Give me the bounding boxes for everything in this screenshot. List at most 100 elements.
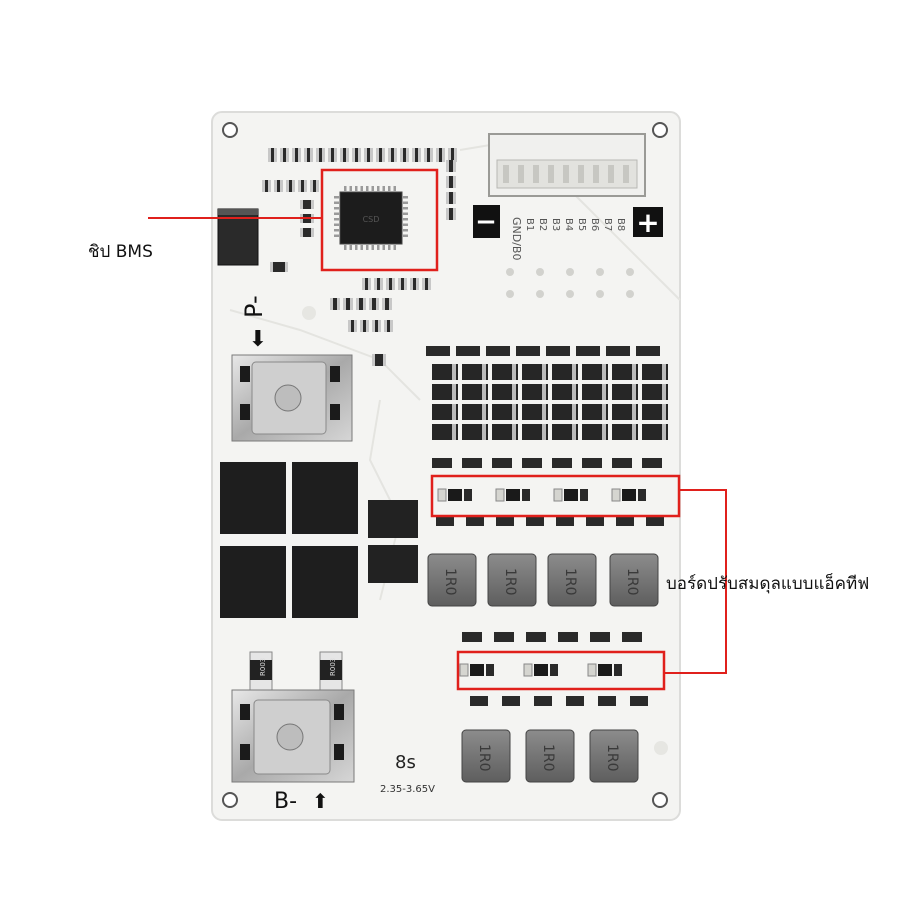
- svg-text:+: +: [636, 206, 659, 239]
- inductor-marking: 1R0: [562, 568, 578, 596]
- test-pad: [566, 290, 574, 298]
- mounting-hole: [222, 792, 238, 808]
- bms-chip-annotation: ชิป BMS: [88, 242, 153, 262]
- plus-tab: [633, 207, 663, 237]
- smd-component: [352, 148, 361, 162]
- smd-component: [298, 180, 307, 192]
- inductor: [487, 553, 537, 607]
- smd-component: [386, 278, 395, 290]
- svg-text:R003: R003: [259, 658, 267, 676]
- connector-pin: [548, 165, 554, 183]
- test-pad: [506, 290, 514, 298]
- inductor: [589, 729, 639, 783]
- smd-component: [310, 180, 319, 192]
- connector-pin: [503, 165, 509, 183]
- inductor: [547, 553, 597, 607]
- p-minus-label: P-: [240, 295, 268, 318]
- smd-component: [410, 278, 419, 290]
- balance-diode: [612, 424, 638, 440]
- balance-diode: [462, 404, 488, 420]
- balance-diode: [612, 404, 638, 420]
- balance-diode: [552, 404, 578, 420]
- cell-count-label: 8s: [395, 752, 416, 773]
- balance-ic: [598, 664, 612, 676]
- smd-component: [446, 160, 456, 172]
- smd-component: [270, 262, 288, 272]
- connector-pin: [623, 165, 629, 183]
- balance-diode: [492, 364, 518, 380]
- svg-text:R003: R003: [329, 658, 337, 676]
- inductor-marking: 1R0: [476, 744, 492, 772]
- balance-highlight-upper: [430, 474, 681, 518]
- smd-component: [280, 148, 289, 162]
- mounting-hole: [222, 122, 238, 138]
- balance-ic: [622, 489, 636, 501]
- smd-component: [360, 320, 369, 332]
- smd-component: [446, 176, 456, 188]
- connector-pin: [578, 165, 584, 183]
- balance-highlight-lower: [456, 650, 666, 691]
- balance-diode: [582, 424, 608, 440]
- smd-component: [372, 320, 381, 332]
- connector-pin: [608, 165, 614, 183]
- balance-diode: [462, 384, 488, 400]
- balance-diode: [522, 384, 548, 400]
- smd-component: [382, 298, 392, 310]
- smd-component: [446, 192, 456, 204]
- mosfet: [292, 546, 358, 618]
- smd-component: [369, 298, 379, 310]
- mosfet-small: [368, 545, 418, 583]
- balance-diode: [462, 364, 488, 380]
- balance-diode: [432, 424, 458, 440]
- balance-bracket-line: [664, 489, 727, 674]
- balance-diode: [552, 424, 578, 440]
- inductor: [609, 553, 659, 607]
- connector-pin: [593, 165, 599, 183]
- test-pad: [506, 268, 514, 276]
- balance-ic: [506, 489, 520, 501]
- connector-pin-label: B7: [602, 218, 613, 231]
- smd-component: [400, 148, 409, 162]
- bms-chip-highlight: [320, 168, 439, 272]
- smd-component: [446, 208, 456, 220]
- balance-diode: [522, 404, 548, 420]
- bms-chip: [339, 191, 403, 245]
- smd-component: [300, 228, 314, 237]
- smd-component: [388, 148, 397, 162]
- svg-text:−: −: [475, 207, 497, 237]
- minus-tab: [473, 205, 500, 238]
- mosfet: [292, 462, 358, 534]
- balance-diode: [582, 384, 608, 400]
- smd-component: [374, 278, 383, 290]
- balance-diode: [432, 384, 458, 400]
- mosfet: [220, 462, 286, 534]
- balance-diode: [522, 424, 548, 440]
- smd-component: [356, 298, 366, 310]
- b-minus-label: B-: [274, 789, 297, 814]
- balance-diode: [582, 364, 608, 380]
- balance-ic: [448, 489, 462, 501]
- down-arrow-icon: ⬇: [249, 327, 267, 352]
- smd-component: [343, 298, 353, 310]
- smd-component: [274, 180, 283, 192]
- smd-component: [372, 354, 386, 366]
- test-pad: [596, 290, 604, 298]
- test-pad: [626, 290, 634, 298]
- mounting-hole: [652, 792, 668, 808]
- test-pad: [626, 268, 634, 276]
- balance-diode: [642, 384, 668, 400]
- connector-pin: [518, 165, 524, 183]
- inductor-marking: 1R0: [604, 744, 620, 772]
- bms-chip-marking: CSD: [363, 215, 380, 224]
- smd-component: [436, 148, 445, 162]
- connector-pin: [533, 165, 539, 183]
- connector-pin-label: B6: [589, 218, 600, 231]
- smd-component: [286, 180, 295, 192]
- balance-diode: [492, 404, 518, 420]
- balance-diode: [432, 404, 458, 420]
- connector-pin-label: B2: [537, 218, 548, 231]
- voltage-range-label: 2.35-3.65V: [380, 784, 435, 795]
- smd-component: [340, 148, 349, 162]
- balance-diode: [492, 384, 518, 400]
- test-pad: [566, 268, 574, 276]
